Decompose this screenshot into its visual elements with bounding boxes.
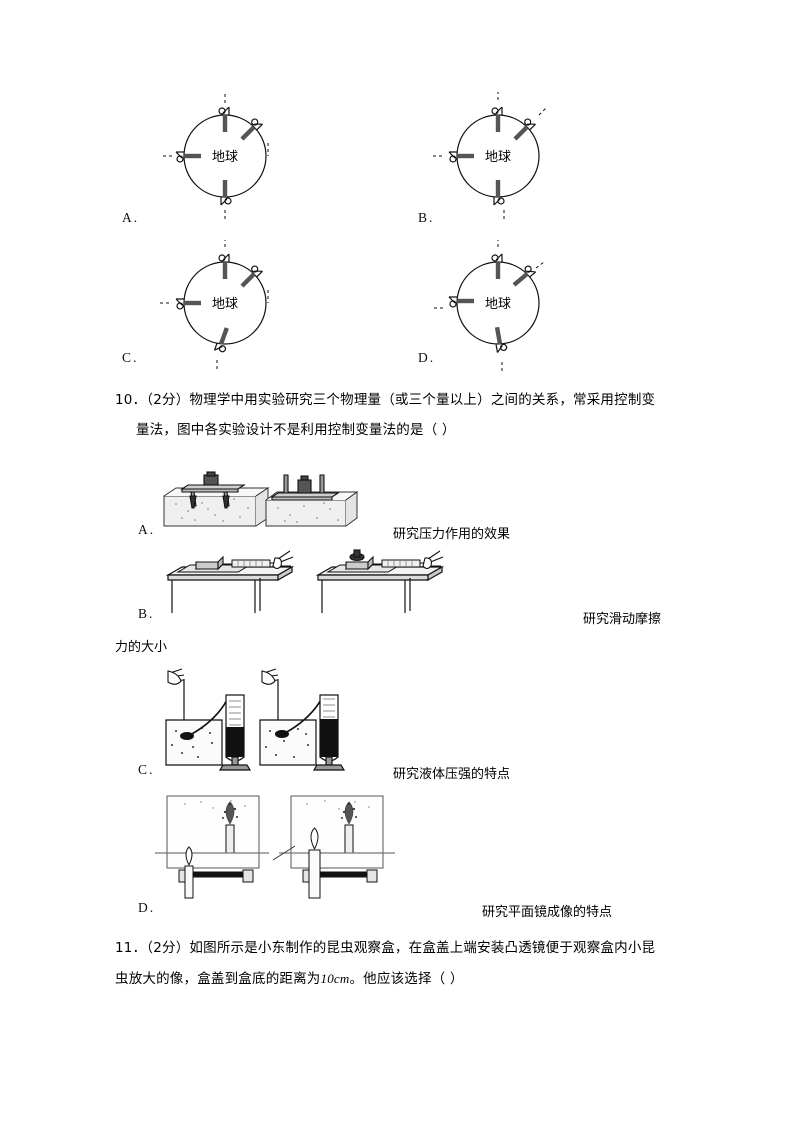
earth-label-b: 地球: [485, 150, 511, 165]
question-11-line-2: 虫放大的像，盒盖到盒底的距离为10cm。他应该选择（ ）: [115, 969, 464, 989]
option-letter-d-q10[interactable]: D.: [138, 900, 156, 915]
option-caption-c-q10: 研究液体压强的特点: [393, 767, 511, 782]
earth-label-d: 地球: [485, 297, 511, 312]
earth-label-c: 地球: [212, 297, 238, 312]
option-caption-b-q10: 研究滑动摩擦: [583, 612, 662, 627]
option-letter-b-q10[interactable]: B.: [138, 606, 155, 621]
earth-diagram-c: 地球: [155, 238, 325, 373]
option-letter-c-earth[interactable]: C.: [122, 350, 139, 365]
question-11-line-1: 11．（2分）如图所示是小东制作的昆虫观察盒，在盒盖上端安装凸透镜便于观察盒内小…: [115, 940, 656, 956]
option-caption-b-q10-wrap: 力的大小: [115, 640, 168, 655]
earth-diagram-b: 地球: [428, 88, 598, 223]
option-letter-a-q10[interactable]: A.: [138, 522, 156, 537]
figure-friction-experiment: [160, 545, 460, 615]
option-letter-d-earth[interactable]: D.: [418, 350, 436, 365]
question-10-line-1: 10．（2分）物理学中用实验研究三个物理量（或三个量以上）之间的关系，常采用控制…: [115, 392, 656, 408]
earth-label-a: 地球: [212, 150, 238, 165]
option-caption-a-q10: 研究压力作用的效果: [393, 527, 511, 542]
question-10-line-2: 量法，图中各实验设计不是利用控制变量法的是（ ）: [136, 422, 456, 438]
option-letter-b-earth[interactable]: B.: [418, 210, 435, 225]
earth-diagram-a: 地球: [155, 88, 325, 223]
option-letter-c-q10[interactable]: C.: [138, 762, 155, 777]
figure-plane-mirror-experiment: [155, 790, 405, 902]
question-11-distance-value: 10cm: [320, 971, 350, 986]
question-11-line-2-part-1: 虫放大的像，盒盖到盒底的距离为: [115, 971, 321, 987]
earth-diagram-d: 地球: [428, 238, 598, 373]
option-caption-d-q10: 研究平面镜成像的特点: [482, 905, 613, 920]
figure-pressure-experiment: [160, 470, 360, 532]
option-letter-a-earth[interactable]: A.: [122, 210, 140, 225]
figure-liquid-pressure-experiment: [160, 665, 360, 775]
question-11-line-2-part-2: 。他应该选择（ ）: [349, 971, 464, 987]
